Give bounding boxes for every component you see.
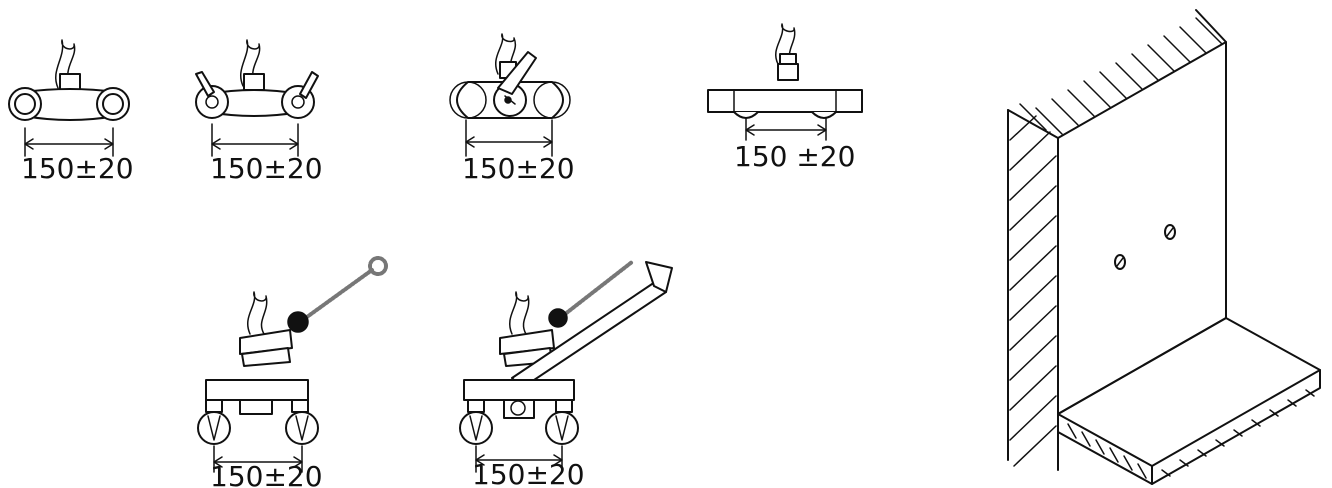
side-wall-hatching — [1009, 115, 1057, 467]
wall-installation-perspective — [1007, 9, 1321, 485]
dimension-label-1: 150±20 — [21, 152, 134, 185]
dimension-label-4: 150 ±20 — [734, 140, 855, 173]
faucet-2-two-lever — [195, 39, 319, 157]
faucet-5-lever-mixer — [197, 256, 388, 473]
faucet-6-spout-mixer — [459, 260, 673, 473]
faucet-3-single-lever — [449, 33, 571, 157]
faucet-4-thermostatic-bar — [707, 23, 863, 141]
faucet-1-two-knob — [8, 39, 130, 157]
dimension-label-2: 150±20 — [210, 152, 323, 185]
tray-edge-hatching — [1067, 389, 1315, 479]
ceiling-hatching — [1019, 17, 1223, 135]
dimension-label-3: 150±20 — [462, 152, 575, 185]
dimension-label-6: 150±20 — [472, 458, 585, 488]
dimension-label-5: 150±20 — [210, 460, 323, 488]
